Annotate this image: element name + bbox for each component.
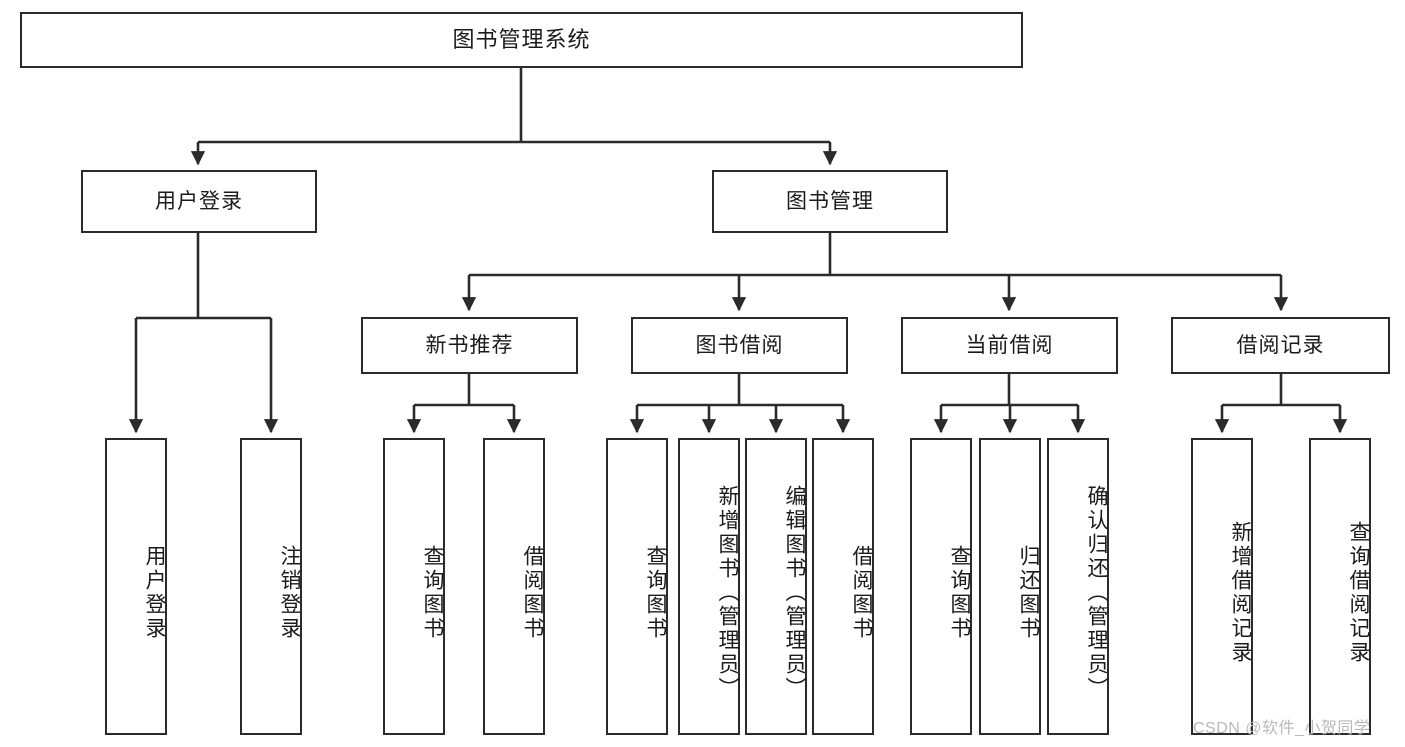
leaf-label: 借阅图书 xyxy=(521,544,544,641)
node-user-login[interactable]: 用户登录 xyxy=(81,170,317,233)
leaf-label: 归还图书 xyxy=(1017,544,1040,641)
csdn-watermark: CSDN @软件_小贺同学 xyxy=(1193,720,1371,737)
node-book-manage[interactable]: 图书管理 xyxy=(712,170,948,233)
node-current-borrow[interactable]: 当前借阅 xyxy=(901,317,1118,374)
node-borrow-record[interactable]: 借阅记录 xyxy=(1171,317,1390,374)
leaf-label: 确认归还（管理员） xyxy=(1085,484,1108,701)
node-leaf-borrow-book-1[interactable]: 借阅图书 xyxy=(483,438,545,735)
node-leaf-edit-book[interactable]: 编辑图书（管理员） xyxy=(745,438,807,735)
node-leaf-user-login[interactable]: 用户登录 xyxy=(105,438,167,735)
node-book-borrow[interactable]: 图书借阅 xyxy=(631,317,848,374)
leaf-label: 编辑图书（管理员） xyxy=(783,484,806,701)
node-leaf-return-book[interactable]: 归还图书 xyxy=(979,438,1041,735)
leaf-label: 注销登录 xyxy=(278,544,301,641)
leaf-label: 查询图书 xyxy=(644,544,667,641)
leaf-label: 查询图书 xyxy=(948,544,971,641)
node-root-book-management-system[interactable]: 图书管理系统 xyxy=(20,12,1023,68)
node-leaf-borrow-book-2[interactable]: 借阅图书 xyxy=(812,438,874,735)
node-leaf-query-record[interactable]: 查询借阅记录 xyxy=(1309,438,1371,735)
leaf-label: 用户登录 xyxy=(143,544,166,641)
leaf-label: 查询图书 xyxy=(421,544,444,641)
leaf-label: 新增图书（管理员） xyxy=(716,484,739,701)
leaf-label: 查询借阅记录 xyxy=(1347,520,1370,665)
node-leaf-user-logout[interactable]: 注销登录 xyxy=(240,438,302,735)
node-leaf-query-book-2[interactable]: 查询图书 xyxy=(606,438,668,735)
node-leaf-add-record[interactable]: 新增借阅记录 xyxy=(1191,438,1253,735)
leaf-label: 新增借阅记录 xyxy=(1229,520,1252,665)
node-leaf-confirm-return[interactable]: 确认归还（管理员） xyxy=(1047,438,1109,735)
node-new-book-recommendation[interactable]: 新书推荐 xyxy=(361,317,578,374)
node-leaf-query-book-1[interactable]: 查询图书 xyxy=(383,438,445,735)
leaf-label: 借阅图书 xyxy=(850,544,873,641)
node-leaf-query-book-3[interactable]: 查询图书 xyxy=(910,438,972,735)
node-leaf-add-book[interactable]: 新增图书（管理员） xyxy=(678,438,740,735)
